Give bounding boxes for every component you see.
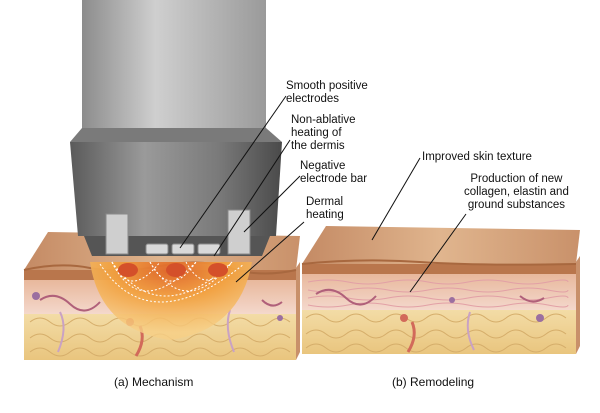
leader-non-ablative [213,139,291,257]
label-dermal-heating: Dermal heating [306,196,344,221]
block-b-epidermis [302,264,576,274]
block-b-fat-cells [305,313,567,353]
block-b-vessels [315,288,545,353]
caption-mechanism: (a) Mechanism [114,375,194,389]
block-a-side [296,262,300,360]
leader-dermal-heating [235,221,305,283]
heat-spots [118,263,228,277]
negative-electrode-right [227,209,251,255]
leader-lines [179,95,467,293]
leader-improved-texture [371,157,421,241]
block-b-surface [302,226,580,264]
rf-applicator [70,0,282,256]
positive-electrode-3 [197,243,221,255]
label-production-collagen: Production of new collagen, elastin and … [464,173,569,211]
negative-electrode-left [105,213,129,255]
label-non-ablative-heating: Non-ablative heating of the dermis [291,114,356,152]
caption-remodeling: (b) Remodeling [392,375,475,389]
positive-electrode-2 [171,243,195,255]
block-b-side [576,256,580,354]
label-negative-electrode-bar: Negative electrode bar [300,160,368,185]
leader-smooth-positive [179,95,287,249]
block-b-dermis [302,274,576,310]
applicator-shaft [82,0,266,128]
positive-electrode-1 [145,243,169,255]
block-b-fat [302,310,576,354]
skin-block-remodeling [301,226,580,354]
label-smooth-positive-electrodes: Smooth positive electrodes [286,80,368,105]
leader-negative-bar [243,175,301,233]
label-improved-skin-texture: Improved skin texture [422,151,532,163]
leader-production [409,213,467,293]
block-b-collagen [307,279,569,308]
